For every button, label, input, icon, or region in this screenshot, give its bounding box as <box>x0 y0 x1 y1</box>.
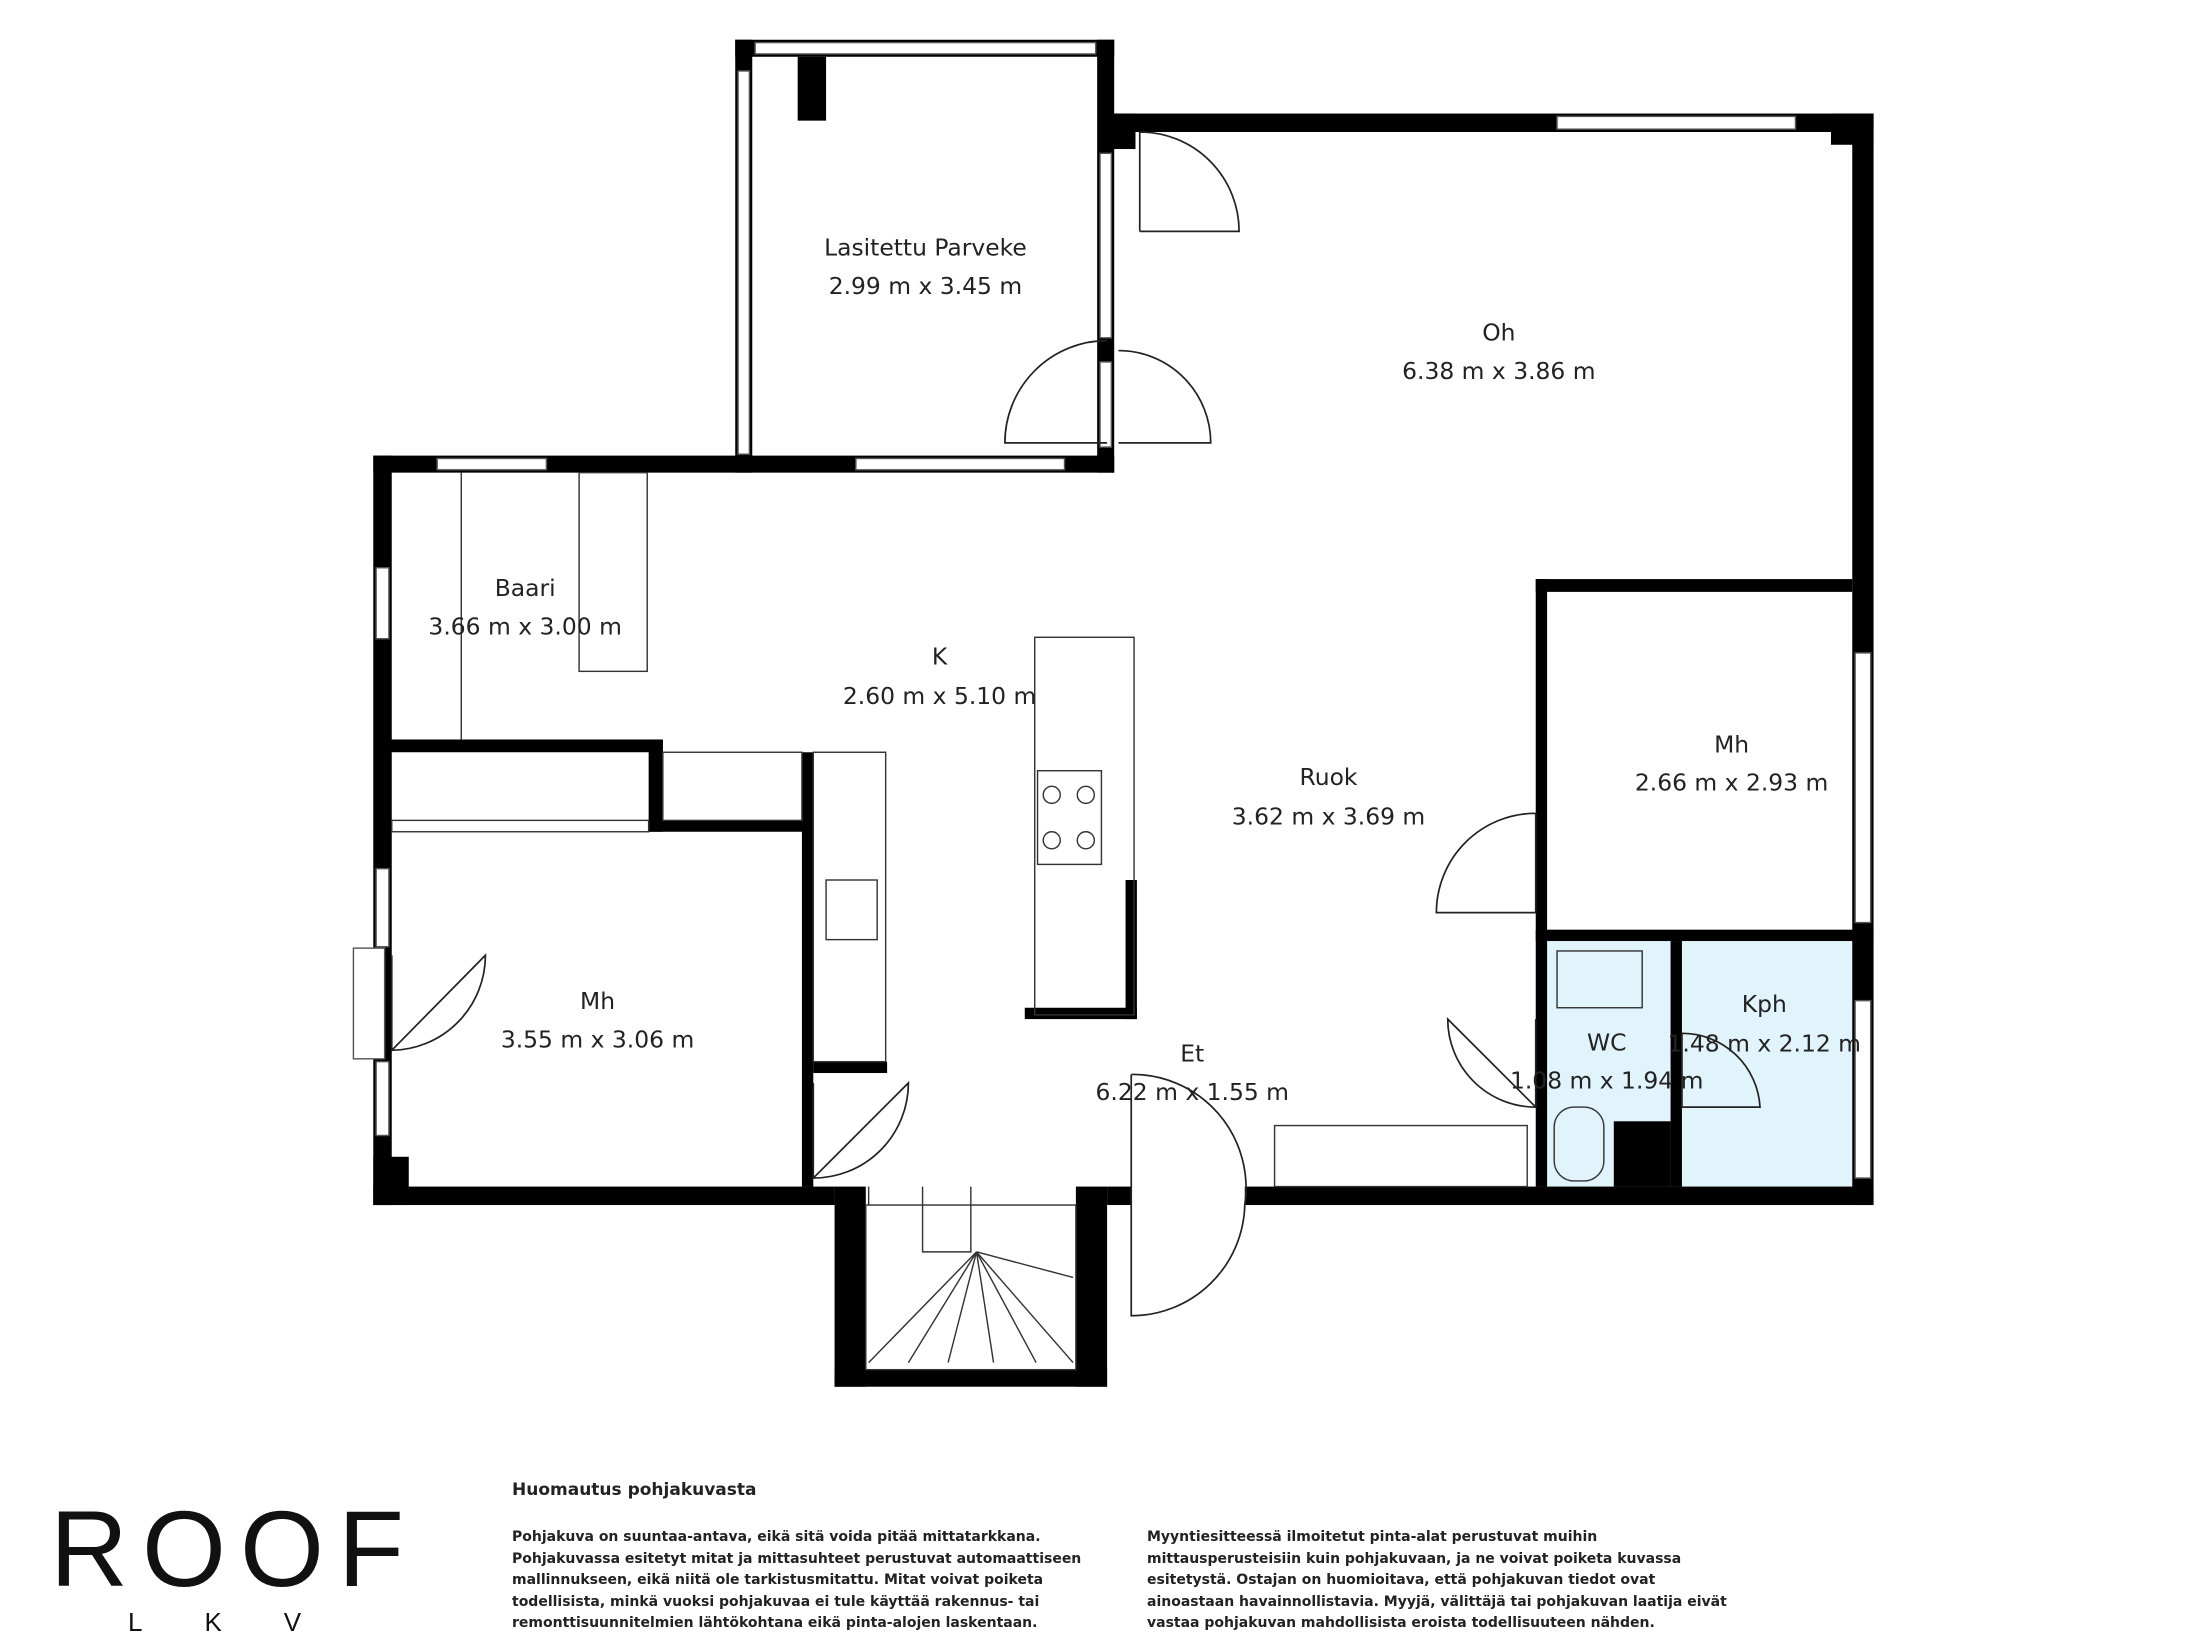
room-size: 2.99 m x 3.45 m <box>829 272 1022 300</box>
room-size: 3.55 m x 3.06 m <box>501 1025 694 1053</box>
kph-floor <box>1681 941 1853 1187</box>
room-size: 1.08 m x 1.94 m <box>1510 1067 1703 1095</box>
room-labels: Lasitettu Parveke 2.99 m x 3.45 m Oh 6.3… <box>428 233 1861 1106</box>
note-column-2: Myyntiesitteessä ilmoitetut pinta-alat p… <box>1147 1527 1737 1635</box>
room-name: Et <box>1180 1040 1204 1068</box>
room-name: WC <box>1587 1028 1627 1056</box>
room-size: 1.48 m x 2.12 m <box>1668 1030 1861 1058</box>
room-size: 2.66 m x 2.93 m <box>1635 769 1828 797</box>
windows <box>352 41 1872 1179</box>
room-size: 6.22 m x 1.55 m <box>1096 1078 1289 1106</box>
room-name: K <box>932 642 948 670</box>
room-size: 3.62 m x 3.69 m <box>1232 803 1425 831</box>
room-name: Mh <box>1714 730 1749 758</box>
room-size: 6.38 m x 3.86 m <box>1402 357 1595 385</box>
note-text: Pohjakuva on suuntaa-antava, eikä sitä v… <box>512 1529 1082 1631</box>
roof-lkv-logo: ROOF LKV <box>50 1495 470 1638</box>
room-name: Oh <box>1482 319 1515 347</box>
room-size: 3.66 m x 3.00 m <box>428 612 621 640</box>
walls <box>373 39 1874 1387</box>
room-name: Ruok <box>1300 763 1358 791</box>
room-name: Mh <box>580 987 615 1015</box>
logo-sub: LKV <box>128 1607 364 1637</box>
fixtures <box>391 471 1643 1371</box>
room-size: 2.60 m x 5.10 m <box>843 682 1036 710</box>
room-name: Baari <box>495 574 556 602</box>
logo-main: ROOF <box>50 1488 418 1609</box>
note-text: Myyntiesitteessä ilmoitetut pinta-alat p… <box>1147 1529 1727 1631</box>
room-name: Lasitettu Parveke <box>824 233 1027 261</box>
note-column-1: Pohjakuva on suuntaa-antava, eikä sitä v… <box>512 1527 1112 1635</box>
room-name: Kph <box>1742 990 1787 1018</box>
note-title: Huomautus pohjakuvasta <box>512 1480 757 1500</box>
doors <box>390 131 1761 1317</box>
